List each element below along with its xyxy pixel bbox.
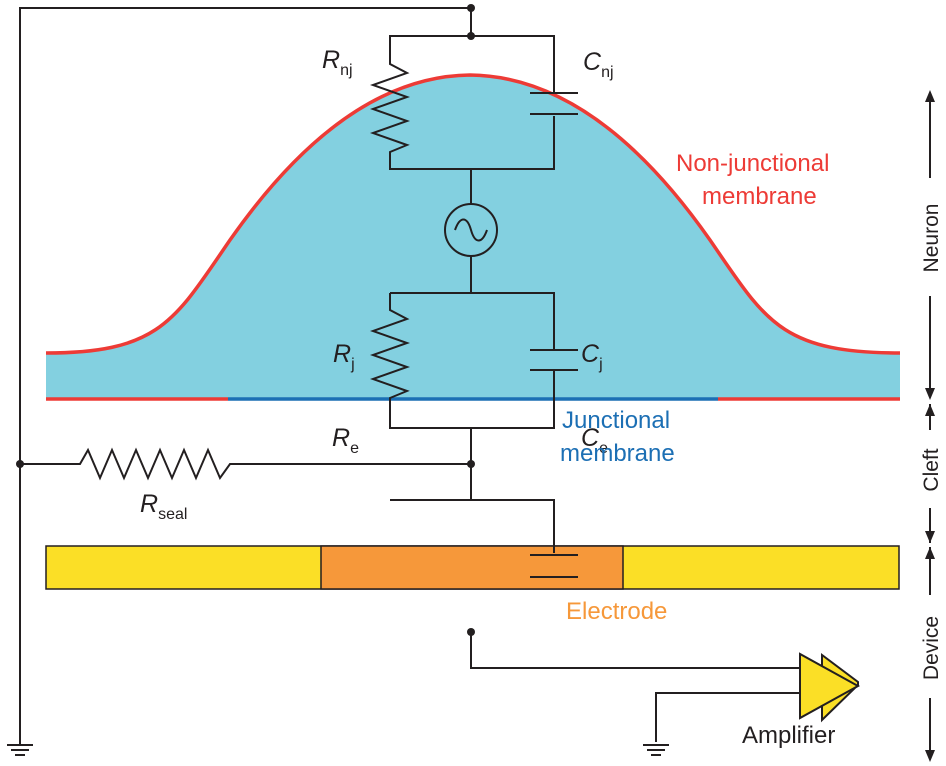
junction-dot xyxy=(16,460,24,468)
region-device-label: Device xyxy=(920,616,943,680)
rj-zigzag xyxy=(369,293,555,429)
re-resistor xyxy=(390,499,555,553)
region-cleft-label: Cleft xyxy=(920,448,943,491)
junctional-label-line1: Junctional xyxy=(562,407,670,434)
ce-label: Ce xyxy=(581,424,608,457)
rseal-label: Rseal xyxy=(140,490,187,523)
region-scale xyxy=(925,90,935,762)
ground-icon xyxy=(7,740,33,756)
ground-icon xyxy=(643,744,669,756)
non-junctional-membrane xyxy=(45,73,901,355)
ac-source-wave xyxy=(454,218,488,242)
electrode-label: Electrode xyxy=(566,598,667,625)
rnj-resistor xyxy=(369,54,555,170)
electrode xyxy=(320,545,624,590)
nonjunctional-label-line1: Non-junctional xyxy=(676,150,829,177)
re-label: Re xyxy=(332,424,359,457)
junction-dot xyxy=(467,460,475,468)
junction-dot xyxy=(467,628,475,636)
junctional-label-line2: membrane xyxy=(560,440,675,467)
junction-dot xyxy=(467,32,475,40)
ground-wire-left xyxy=(19,7,472,740)
rnj-label: Rnj xyxy=(322,46,353,79)
region-neuron-label: Neuron xyxy=(920,204,943,273)
amplifier-input-wire xyxy=(470,632,822,669)
cnj-label: Cnj xyxy=(583,48,614,81)
amplifier-label: Amplifier xyxy=(742,722,835,749)
amplifier-ground-wire xyxy=(655,692,800,742)
rj-label: Rj xyxy=(333,340,355,373)
nonjunctional-label-line2: membrane xyxy=(702,183,817,210)
amplifier-triangle xyxy=(799,652,861,720)
rseal-resistor xyxy=(20,447,471,481)
junction-dot xyxy=(467,4,475,12)
cj-label: Cj xyxy=(581,340,603,373)
